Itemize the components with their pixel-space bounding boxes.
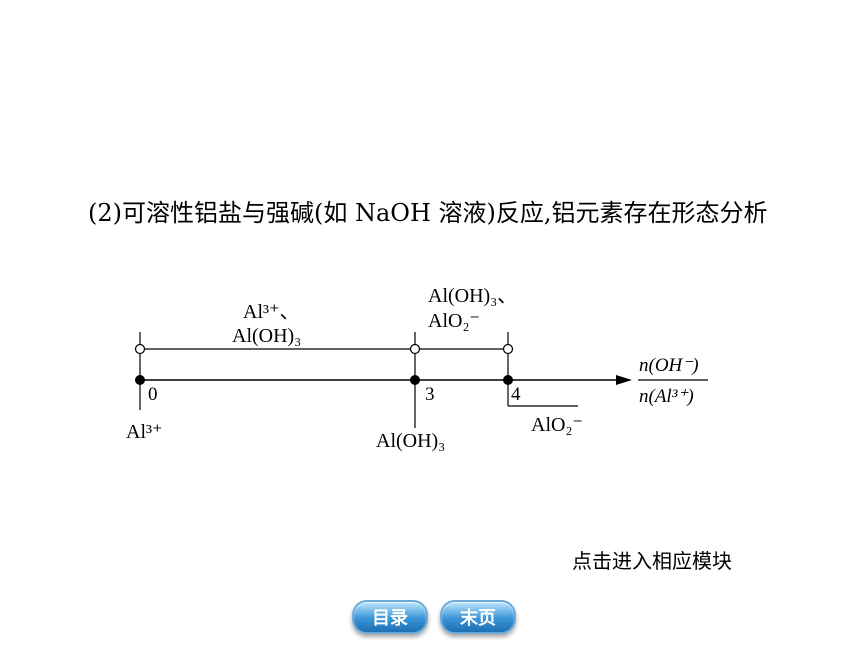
label-top1-line1: Al³⁺、 — [243, 301, 300, 323]
filled-point-4 — [503, 375, 513, 385]
label-top2-line2: AlO₂⁻ — [428, 310, 480, 332]
toc-button-label: 目录 — [372, 608, 408, 629]
filled-point-0 — [135, 375, 145, 385]
label-bottom-0: Al³⁺ — [126, 421, 163, 443]
axis-label-numerator: n(OH⁻) — [639, 355, 699, 376]
section-heading: (2)可溶性铝盐与强碱(如 NaOH 溶液)反应,铝元素存在形态分析 — [88, 199, 768, 227]
tick-label-3: 3 — [425, 384, 435, 405]
filled-point-3 — [410, 375, 420, 385]
last-page-button[interactable]: 末页 — [440, 600, 516, 634]
tick-label-4: 4 — [511, 384, 521, 405]
open-point-4 — [502, 343, 514, 355]
open-point-3 — [409, 343, 421, 355]
tick-label-0: 0 — [148, 384, 158, 405]
axis-arrowhead — [616, 375, 632, 385]
table-of-contents-button[interactable]: 目录 — [352, 600, 428, 634]
label-bottom-4: AlO₂⁻ — [531, 414, 583, 436]
axis-label-denominator: n(Al³⁺) — [639, 386, 694, 407]
navigation-hint: 点击进入相应模块 — [572, 549, 732, 573]
label-top2-line1: Al(OH)₃、 — [428, 285, 517, 307]
label-top1-line2: Al(OH)₃ — [232, 325, 301, 347]
last-page-button-label: 末页 — [460, 608, 496, 629]
label-bottom-3: Al(OH)₃ — [376, 430, 445, 452]
open-point-0 — [134, 343, 146, 355]
